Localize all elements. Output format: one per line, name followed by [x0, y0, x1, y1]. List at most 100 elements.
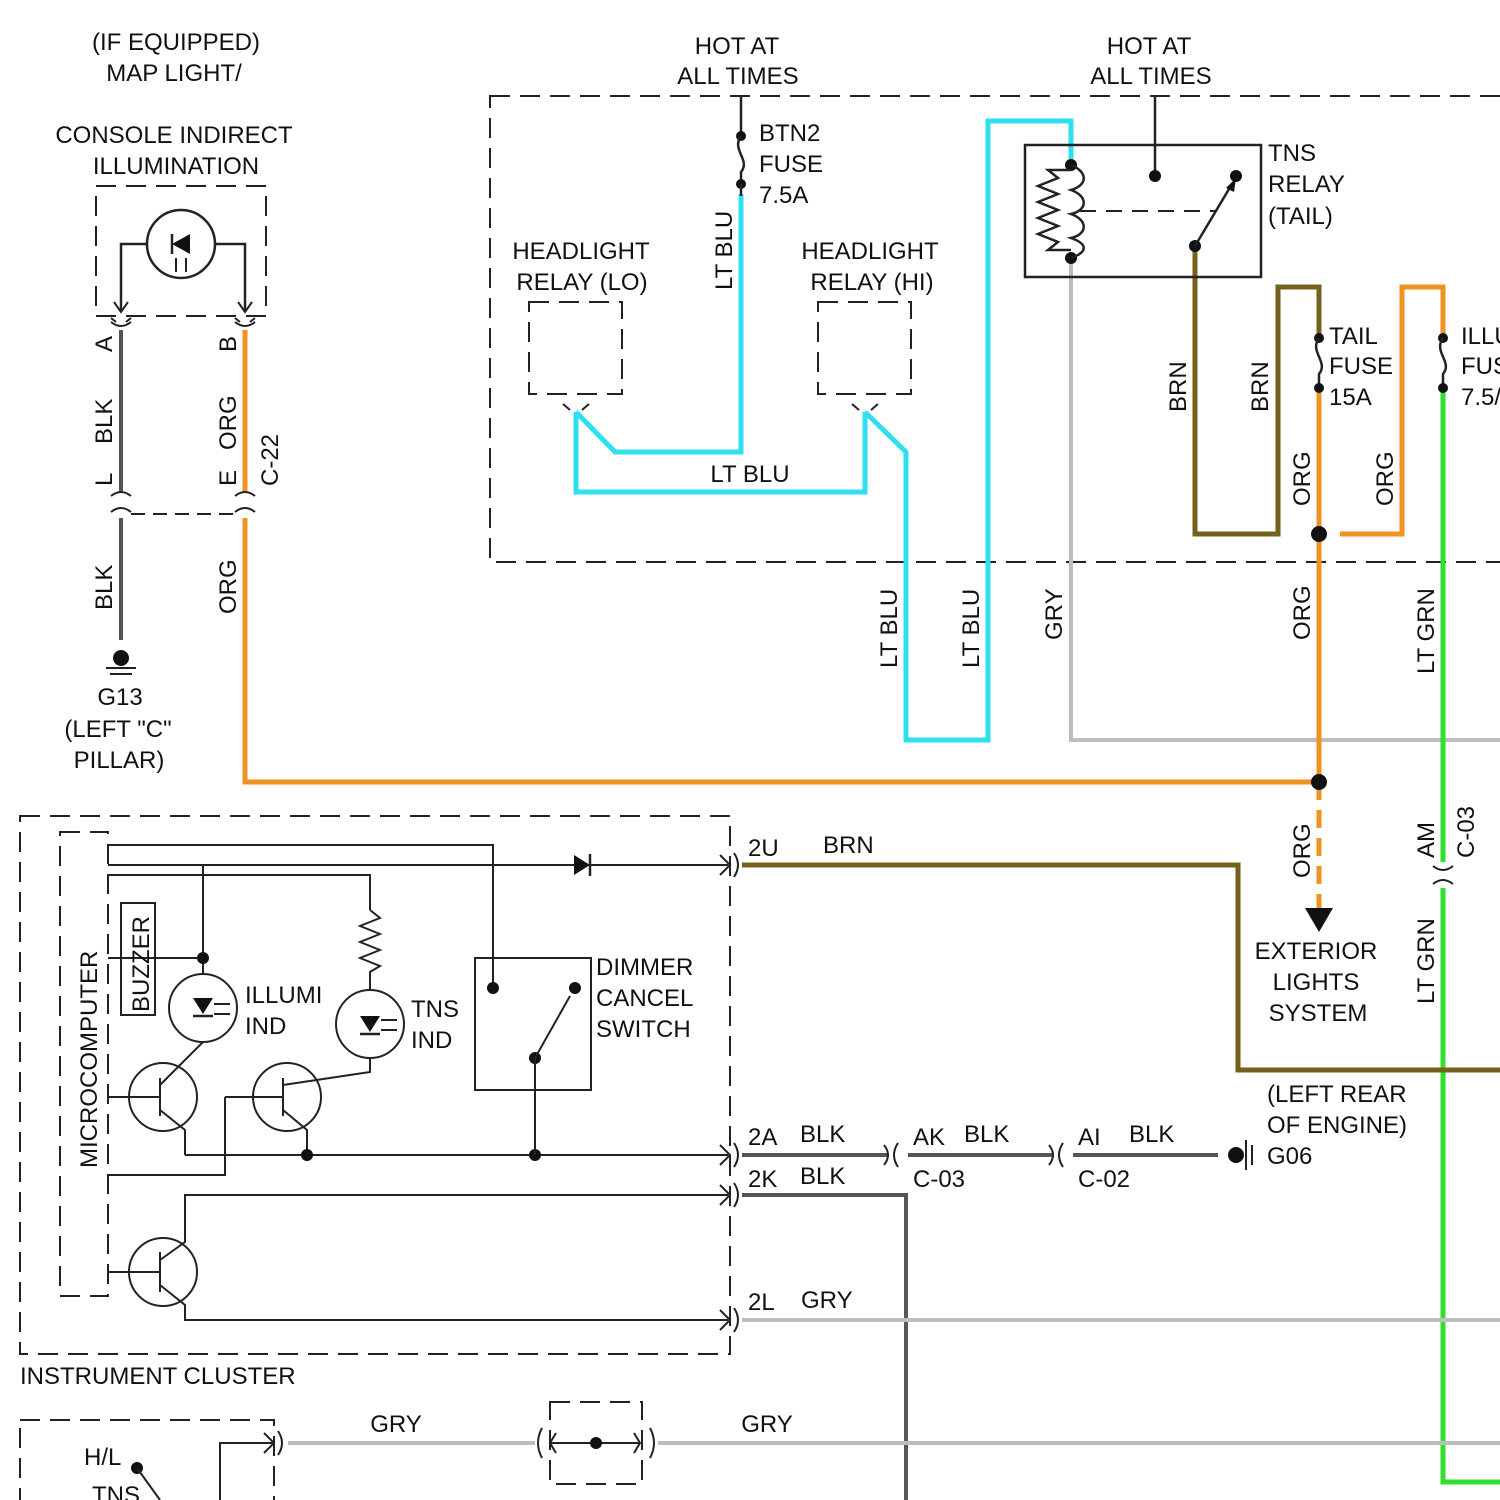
wire-label-org-down: ORG — [1289, 585, 1316, 640]
label-dimmer: DIMMER — [596, 954, 693, 981]
label-hot2-a: HOT AT — [1107, 33, 1192, 60]
label-headlight-hi-2: RELAY (HI) — [810, 269, 933, 296]
wire-label-brn-2u: BRN — [823, 832, 874, 859]
tail-fuse-bottom — [1314, 383, 1324, 393]
illu-fuse-bottom — [1438, 383, 1448, 393]
label-fuse: FUSE — [759, 151, 823, 178]
wire-label-lt-blu-fuse: LT BLU — [711, 211, 738, 290]
g06-ground-dot — [1228, 1147, 1244, 1163]
label-microcomputer: MICROCOMPUTER — [76, 951, 103, 1168]
map-light-led — [172, 234, 190, 254]
wire-label-gry-relay: GRY — [1041, 588, 1068, 640]
label-c22: C-22 — [257, 434, 284, 486]
tail-fuse-symbol — [1316, 338, 1322, 388]
label-pin-2l: 2L — [748, 1289, 775, 1316]
label-headlight-lo-2: RELAY (LO) — [516, 269, 647, 296]
transistor-2-leads — [225, 1058, 370, 1155]
label-left-c-1: (LEFT "C" — [64, 716, 171, 743]
label-exterior-1: EXTERIOR — [1255, 938, 1378, 965]
wire-label-blk-ak: BLK — [964, 1121, 1009, 1148]
label-illu-partial: ILLU — [1461, 323, 1500, 350]
label-map-light: MAP LIGHT/ — [106, 60, 242, 87]
wire-label-lt-grn-up: LT GRN — [1413, 588, 1440, 674]
cluster-diode — [574, 855, 590, 875]
tns-ind-led — [360, 1016, 380, 1032]
label-fus-partial: FUS — [1461, 353, 1500, 380]
label-g13: G13 — [97, 684, 142, 711]
wire-label-blk-a: BLK — [91, 399, 118, 444]
label-pin-a: A — [91, 336, 118, 352]
bottom-switch-box — [20, 1420, 274, 1500]
label-c03: C-03 — [913, 1166, 965, 1193]
tns-resistor — [360, 910, 380, 990]
instrument-cluster-box — [20, 816, 730, 1354]
label-g06: G06 — [1267, 1143, 1312, 1170]
wire-label-brn-relay2: BRN — [1247, 361, 1274, 412]
g13-ground-lines — [106, 668, 136, 674]
label-pin-e: E — [215, 470, 242, 486]
illumi-ind-led — [193, 998, 213, 1014]
map-light-wire-a — [121, 244, 148, 310]
am-connector — [1433, 866, 1453, 884]
label-pin-l: L — [91, 473, 118, 486]
label-left-rear-2: OF ENGINE) — [1267, 1112, 1407, 1139]
tns-relay-switch-arm — [1195, 184, 1232, 246]
wire-org-bus — [245, 518, 1319, 782]
label-if-equipped: (IF EQUIPPED) — [92, 29, 260, 56]
label-pin-2a: 2A — [748, 1124, 777, 1151]
wire-label-blk-2a: BLK — [800, 1121, 845, 1148]
wire-label-org-fuse: ORG — [1289, 451, 1316, 506]
relay-hi-connector — [852, 404, 878, 410]
label-switch: SWITCH — [596, 1016, 691, 1043]
dimmer-contact-left — [487, 982, 499, 994]
label-tail-paren: (TAIL) — [1268, 203, 1333, 230]
label-tns: TNS — [1268, 140, 1316, 167]
illumi-splice — [197, 952, 209, 964]
label-am: AM — [1413, 822, 1440, 858]
wire-label-gry-bottom2: GRY — [741, 1411, 793, 1438]
btn2-fuse-symbol — [738, 136, 744, 184]
wire-lt-grn-lower — [1443, 888, 1500, 1482]
g13-ground-dot — [113, 650, 129, 666]
wire-label-org-illu: ORG — [1372, 451, 1399, 506]
wire-label-org-ext: ORG — [1289, 823, 1316, 878]
label-relay: RELAY — [1268, 171, 1345, 198]
cluster-wire-t2-base — [108, 1097, 225, 1175]
connector-a — [111, 318, 131, 326]
wire-label-lt-blu-down2: LT BLU — [958, 589, 985, 668]
tns-relay-feed-dot — [1149, 170, 1161, 182]
wire-label-org-a: ORG — [215, 395, 242, 450]
label-tail-fuse: FUSE — [1329, 353, 1393, 380]
transistor-3-leads — [108, 1195, 728, 1320]
relay-lo-connector — [563, 404, 589, 410]
tns-relay-resistor — [1038, 170, 1071, 250]
g06-ground-lines — [1246, 1140, 1252, 1170]
label-cancel: CANCEL — [596, 985, 693, 1012]
wire-label-blk-ai: BLK — [1129, 1121, 1174, 1148]
label-hot1-b: ALL TIMES — [677, 63, 798, 90]
label-hot1-a: HOT AT — [695, 33, 780, 60]
wire-label-org-b: ORG — [215, 559, 242, 614]
label-amp-15: 15A — [1329, 384, 1372, 411]
hl-switch-arm — [137, 1468, 160, 1500]
wire-label-gry-bottom1: GRY — [370, 1411, 422, 1438]
label-c02: C-02 — [1078, 1166, 1130, 1193]
label-tail: TAIL — [1329, 323, 1378, 350]
cluster-wire-tns — [108, 875, 370, 910]
label-left-rear-1: (LEFT REAR — [1267, 1081, 1407, 1108]
map-light-led-rays — [176, 258, 186, 272]
connector-b — [235, 318, 255, 326]
label-tns-bottom: TNS — [92, 1482, 140, 1500]
label-tns-ind: TNS — [411, 996, 459, 1023]
label-console-indirect: CONSOLE INDIRECT — [55, 122, 293, 149]
wire-label-brn-relay1: BRN — [1165, 361, 1192, 412]
dimmer-contact-right — [569, 982, 581, 994]
label-pin-ak: AK — [913, 1124, 945, 1151]
label-pin-2u: 2U — [748, 835, 779, 862]
label-amp-75-partial: 7.5/ — [1461, 384, 1500, 411]
ground-splice-1 — [301, 1149, 313, 1161]
tns-relay-contact-top — [1230, 170, 1242, 182]
label-pin-2k: 2K — [748, 1166, 777, 1193]
label-hot2-b: ALL TIMES — [1090, 63, 1211, 90]
label-amp-75: 7.5A — [759, 182, 808, 209]
